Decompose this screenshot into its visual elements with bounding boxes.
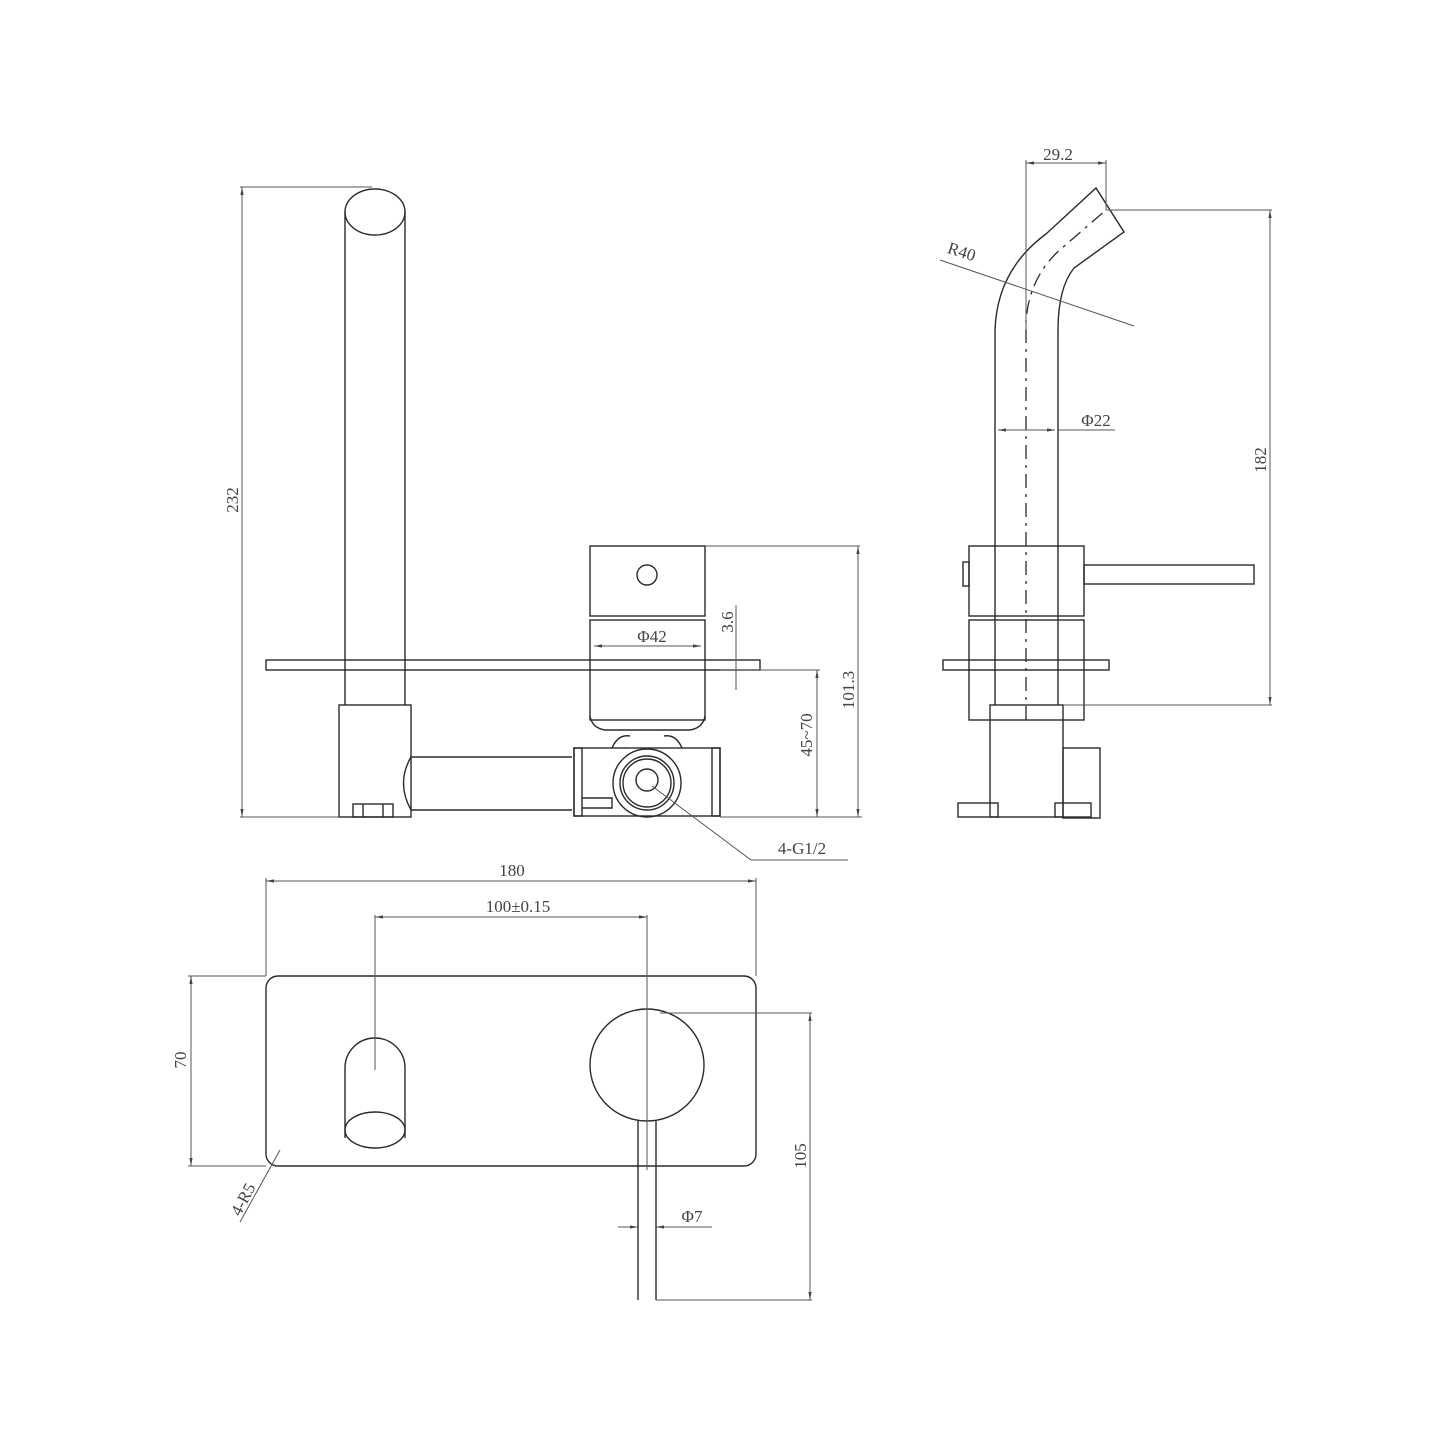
dim-lever-length: 105: [791, 1143, 810, 1169]
front-dimensions: 232 Φ42 3.6 45~70 101.3 4-G1/2: [223, 186, 862, 861]
dim-spout-diameter: Φ22: [1081, 411, 1110, 430]
dim-body-diameter: Φ42: [637, 627, 666, 646]
dim-spout-outlet-height: 182: [1251, 447, 1270, 473]
dim-bend-radius: R40: [945, 238, 978, 265]
dim-corner-radius: 4-R5: [227, 1180, 260, 1219]
side-spout: [994, 186, 1125, 720]
spout-base: [338, 704, 412, 818]
dim-plate-thickness: 3.6: [718, 611, 737, 632]
dim-plate-width: 180: [499, 861, 525, 880]
dim-mixer-height: 101.3: [839, 671, 858, 709]
wall-plate: [265, 659, 761, 671]
dim-lever-diameter: Φ7: [682, 1207, 703, 1226]
connecting-pipe: [402, 756, 572, 811]
dim-spout-offset: 29.2: [1043, 145, 1073, 164]
side-mixer: [942, 545, 1255, 819]
dim-wall-depth: 45~70: [797, 713, 816, 756]
spout-pipe: [344, 188, 406, 705]
dim-spout-height: 232: [223, 487, 242, 513]
plate-dimensions: 180 100±0.15 70 4-R5 105 Φ7: [171, 861, 812, 1301]
valve-cartridge: [573, 735, 721, 818]
dim-centre-distance: 100±0.15: [486, 897, 551, 916]
dim-thread-callout: 4-G1/2: [778, 839, 826, 858]
side-lever: [1083, 564, 1255, 585]
handle-hole-icon: [636, 564, 658, 586]
plate-view: 180 100±0.15 70 4-R5 105 Φ7: [171, 861, 812, 1301]
mixer-body: [589, 545, 706, 731]
side-view: 29.2 R40 Φ22 182: [939, 145, 1272, 819]
side-dimensions: 29.2 R40 Φ22 182: [939, 145, 1272, 706]
plate-outline: [265, 975, 757, 1167]
front-view: 232 Φ42 3.6 45~70 101.3 4-G1/2: [223, 186, 862, 861]
dim-plate-height: 70: [171, 1052, 190, 1069]
side-wall-plate: [942, 659, 1110, 671]
